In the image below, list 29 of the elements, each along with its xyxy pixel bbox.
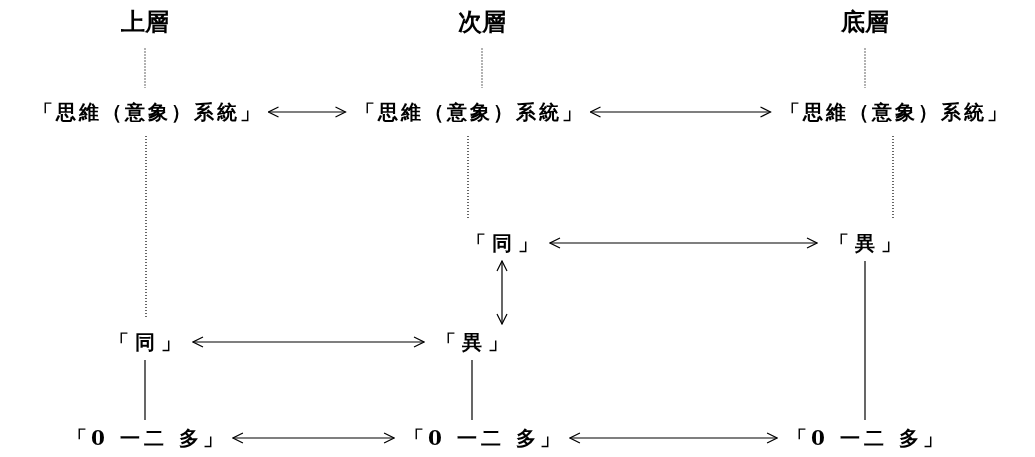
connector-line bbox=[864, 260, 866, 421]
node-label: 「同」 bbox=[466, 231, 544, 255]
dotted-line bbox=[481, 47, 483, 89]
dotted-line bbox=[145, 135, 147, 319]
node-label: 上層 bbox=[121, 7, 169, 37]
double-arrow bbox=[267, 106, 347, 118]
node-label: 「思維（意象）系統」 bbox=[354, 100, 585, 124]
double-arrow bbox=[192, 336, 425, 348]
node-label: 「思維（意象）系統」 bbox=[32, 100, 263, 124]
node-label: 底層 bbox=[841, 7, 889, 37]
node-label: 次層 bbox=[458, 7, 506, 37]
double-arrow bbox=[232, 432, 395, 444]
node-label: 「異」 bbox=[829, 231, 907, 255]
node-label: 「0 一二 多」 bbox=[404, 426, 564, 450]
node-label: 「異」 bbox=[436, 330, 514, 354]
dotted-line bbox=[144, 47, 146, 89]
dotted-line bbox=[467, 135, 469, 220]
connector-line bbox=[471, 359, 473, 421]
node-label: 「0 一二 多」 bbox=[787, 426, 947, 450]
dotted-line bbox=[892, 135, 894, 220]
double-arrow bbox=[569, 432, 778, 444]
double-arrow bbox=[496, 260, 508, 325]
node-label: 「同」 bbox=[109, 330, 187, 354]
node-label: 「0 一二 多」 bbox=[67, 426, 227, 450]
dotted-line bbox=[864, 47, 866, 89]
node-label: 「思維（意象）系統」 bbox=[779, 100, 1010, 124]
connector-line bbox=[144, 359, 146, 421]
double-arrow bbox=[589, 106, 772, 118]
double-arrow bbox=[549, 237, 818, 249]
